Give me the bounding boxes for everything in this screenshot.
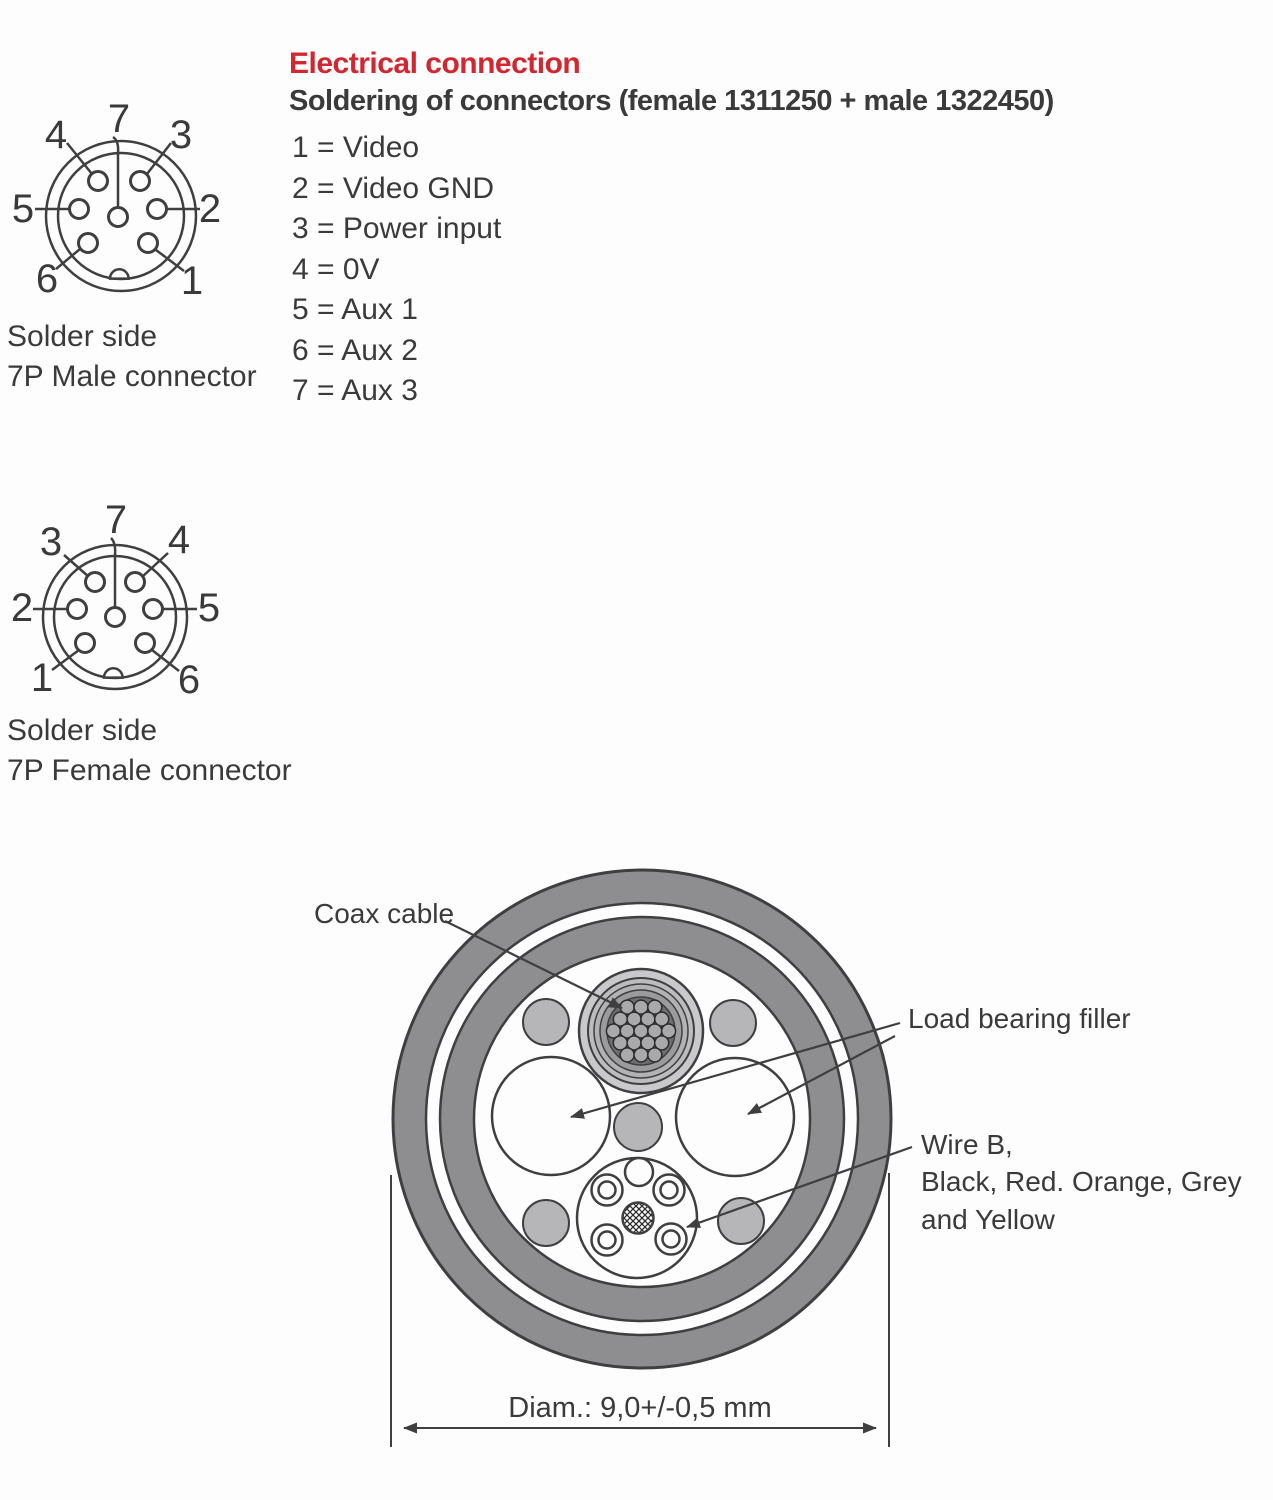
wire-bundle-top-filler [623,1156,655,1188]
male-pin-label-lower-right: 1 [181,259,203,303]
coax-cable-detail [577,967,705,1095]
filler-small-lower-left [522,1199,570,1247]
female-pin-label-left: 2 [11,586,33,630]
pin-assignment-row: 3 = Power input [292,212,502,246]
center-filler-circle [613,1102,663,1152]
male-pin-label-top: 7 [108,97,130,141]
male-outer-ring [44,139,198,293]
small-filler-circles [522,998,765,1247]
male-pin-5 [68,198,90,220]
female-pin-2 [66,598,88,620]
pin-assignment-list: 1 = Video 2 = Video GND 3 = Power input … [292,128,501,412]
female-pin-label-lower-right: 6 [178,658,200,702]
male-leader-7 [112,135,120,207]
page-title: Electrical connection [289,47,581,80]
female-pin-4 [124,571,146,593]
filler-small-upper-right [709,999,757,1047]
female-key-notch [102,667,124,679]
male-pin-label-upper-left: 4 [45,113,67,157]
female-pin-1 [74,632,96,654]
male-connector-diagram [35,135,200,293]
wire-bundle-center-screen [621,1201,655,1235]
male-pin-label-right: 2 [199,187,221,231]
wire-b-pointer-arrow [686,1145,913,1229]
male-pin-label-left: 5 [12,187,34,231]
female-connector-diagram [33,537,197,691]
female-pin-7 [104,606,126,628]
female-leader-3 [63,554,90,578]
female-pin-label-right: 5 [198,586,220,630]
male-pin-2 [146,198,168,220]
male-key-notch [108,268,130,280]
diameter-label: Diam.: 9,0+/-0,5 mm [508,1392,772,1424]
male-leader-6 [55,248,81,270]
diameter-dimension [390,1173,890,1447]
female-pin-6 [134,632,156,654]
pin-assignment-row: 7 = Aux 3 [292,374,418,408]
male-pin-6 [77,232,99,254]
filler-pointer-arrow-left [570,1021,901,1119]
wire-b-label-line1: Wire B, [921,1128,1013,1160]
female-pin-label-lower-left: 1 [31,656,53,700]
male-pin-7 [107,206,129,228]
female-pin-label-upper-right: 4 [168,518,190,562]
male-pin-4 [87,170,109,192]
wire-b-label-line3: and Yellow [921,1203,1055,1235]
female-leader-1 [51,648,80,672]
male-leader-3 [146,142,172,175]
pointer-arrows [444,920,913,1229]
pin-assignment-row: 1 = Video [292,131,420,165]
coax-strands [605,999,677,1063]
filler-small-lower-right [717,1197,765,1245]
female-leader-6 [151,649,180,672]
male-pin-labels: 4 7 3 5 2 6 1 [12,97,221,303]
male-pin-1 [137,232,159,254]
load-bearing-filler-right [674,1056,796,1178]
pin-assignment-row: 5 = Aux 1 [292,293,418,327]
coax-pointer-arrow [444,920,623,1009]
female-pin-labels: 3 7 4 2 5 1 6 [11,498,220,702]
pin-assignment-row: 2 = Video GND [292,171,495,205]
filler-small-upper-left [522,998,570,1046]
female-caption-line1: Solder side [7,714,158,747]
load-bearing-filler-label: Load bearing filler [908,1003,1131,1034]
coax-cable-label: Coax cable [314,898,455,929]
pin-assignment-row: 4 = 0V [292,252,380,286]
cable-cross-section [391,868,893,1370]
male-pin-label-upper-right: 3 [170,113,192,157]
page-subtitle: Soldering of connectors (female 1311250 … [289,85,1054,117]
wire-bundle-cluster [575,1156,699,1280]
male-leader-4 [66,142,93,175]
female-pin-label-top: 7 [105,498,127,542]
female-caption-line2: 7P Female connector [7,754,292,787]
male-pin-label-lower-left: 6 [36,257,58,301]
female-leader-4 [141,552,169,578]
female-pin-3 [84,571,106,593]
female-leader-7 [110,537,117,607]
wire-b-label-line2: Black, Red. Orange, Grey [921,1166,1242,1198]
male-leader-1 [155,249,185,272]
pin-assignment-row: 6 = Aux 2 [292,333,418,367]
filler-pointer-arrow-right [747,1035,896,1115]
male-caption-line2: 7P Male connector [7,360,257,393]
wire-b-label: Wire B, Black, Red. Orange, Grey and Yel… [921,1126,1242,1239]
female-pin-label-upper-left: 3 [40,520,62,564]
load-bearing-filler-left [490,1055,612,1177]
male-caption-line1: Solder side [7,320,158,353]
male-pin-3 [129,170,151,192]
female-pin-5 [142,598,164,620]
